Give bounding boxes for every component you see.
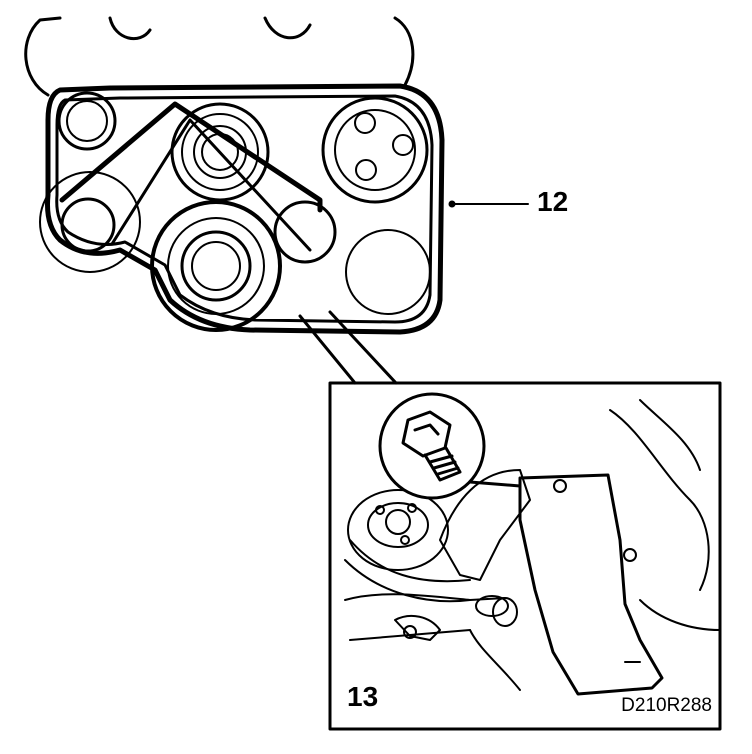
- water-pump-pulley: [345, 229, 431, 315]
- callout-label-12: 12: [537, 186, 569, 217]
- detail-inset-content: [344, 392, 721, 696]
- alternator-pulley: [170, 102, 270, 202]
- idler-pulley-top-left: [57, 91, 117, 151]
- bolt-icon: [401, 410, 462, 482]
- crankshaft-pulley: [150, 200, 282, 332]
- detail-pointer: [298, 310, 398, 385]
- figure-id: D210R288: [621, 695, 712, 716]
- callout-label-13: 13: [347, 681, 379, 712]
- power-steering-pulley: [321, 96, 429, 204]
- tensioner-pulley: [39, 171, 141, 273]
- idler-pulley-middle: [273, 200, 337, 264]
- drive-belt-inner: [55, 94, 434, 324]
- engine-housing-outline: [24, 16, 415, 97]
- detail-inset-frame: [328, 381, 722, 731]
